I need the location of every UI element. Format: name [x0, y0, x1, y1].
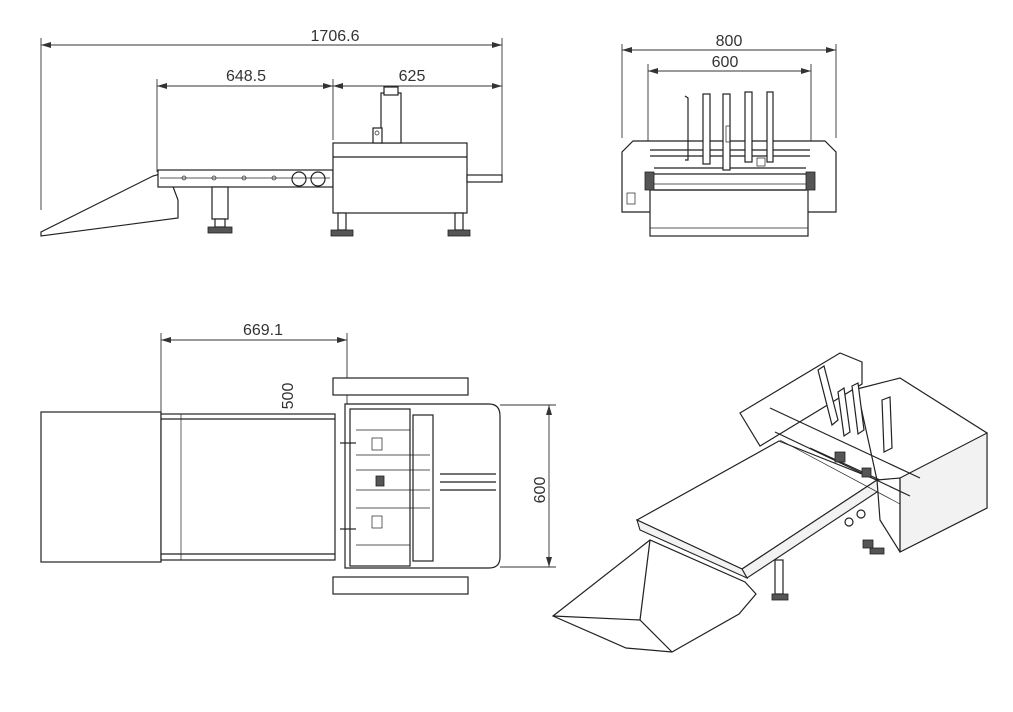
machine-foot-right — [447, 229, 471, 237]
top-rail-upper — [332, 377, 469, 396]
dim-label-625: 625 — [399, 68, 426, 85]
dimension-machine-length: 625 — [333, 68, 502, 89]
front-switch — [626, 192, 636, 205]
dimension-top-conveyor-length: 669.1 — [160, 322, 348, 412]
dim-label-648: 648.5 — [226, 68, 266, 85]
top-machine-body — [344, 403, 501, 569]
rear-shaft — [466, 174, 503, 183]
dimension-front-inner: 600 — [647, 54, 812, 145]
dim-label-600-front: 600 — [712, 54, 739, 71]
iso-machine-back — [739, 352, 863, 447]
roller-1 — [291, 171, 307, 187]
dimension-overall-length: 1706.6 — [40, 28, 503, 210]
top-view: 669.1 500 600 — [40, 322, 556, 595]
dimension-front-overall: 800 — [621, 33, 837, 138]
leveling-foot — [207, 226, 233, 234]
front-view: 800 600 — [621, 33, 837, 237]
dim-label-669: 669.1 — [243, 322, 283, 339]
top-conveyor — [160, 413, 336, 561]
top-output-tray — [40, 411, 162, 563]
top-rail-lower — [332, 576, 469, 595]
isometric-view — [551, 352, 988, 653]
dim-label-800: 800 — [716, 33, 743, 50]
dim-label-600-top: 600 — [532, 477, 549, 504]
dimension-conveyor-length: 648.5 — [156, 68, 334, 172]
output-tray — [40, 173, 179, 237]
machine-body — [332, 142, 468, 214]
roller-2 — [310, 171, 326, 187]
front-conveyor — [649, 189, 809, 237]
machine-foot-left — [330, 229, 354, 237]
feeder-column — [380, 92, 402, 144]
dim-label-1706: 1706.6 — [311, 28, 360, 45]
conveyor-rail — [157, 169, 334, 188]
conveyor-leg — [211, 186, 229, 220]
guide-left — [684, 95, 689, 161]
side-view: 1706.6 648.5 625 — [40, 28, 503, 237]
dimension-top-machine-width: 600 — [500, 404, 556, 568]
iso-output-tray — [551, 539, 757, 653]
dim-label-500: 500 — [280, 383, 297, 410]
